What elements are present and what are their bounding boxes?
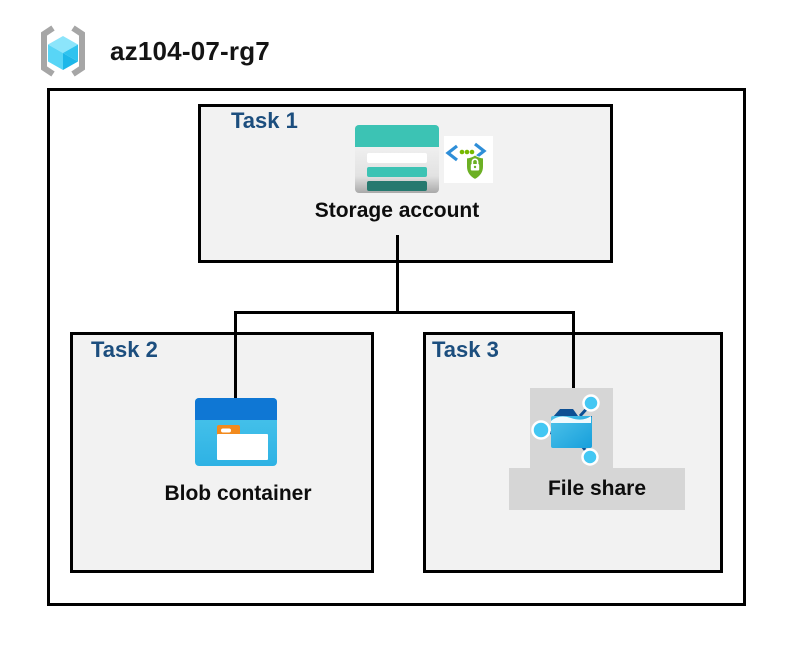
- task-3-heading: Task 3: [432, 337, 499, 362]
- resource-group-icon: [41, 25, 85, 77]
- secured-api-icon: [444, 136, 493, 183]
- blob-container-label: Blob container: [164, 482, 312, 505]
- connector-to-blob: [234, 311, 237, 399]
- file-share-icon: [531, 394, 600, 466]
- file-share-label-bar: File share: [509, 468, 685, 510]
- connector-to-fileshare: [572, 311, 575, 389]
- connector-horizontal: [234, 311, 575, 314]
- task-2-heading: Task 2: [91, 337, 158, 362]
- page-title: az104-07-rg7: [110, 36, 270, 66]
- task-1-heading: Task 1: [231, 108, 298, 133]
- storage-account-icon: [355, 125, 439, 193]
- blob-container-icon: [195, 398, 277, 466]
- file-share-label: File share: [547, 477, 647, 500]
- storage-account-label: Storage account: [314, 199, 480, 222]
- connector-storage-stem: [396, 235, 399, 313]
